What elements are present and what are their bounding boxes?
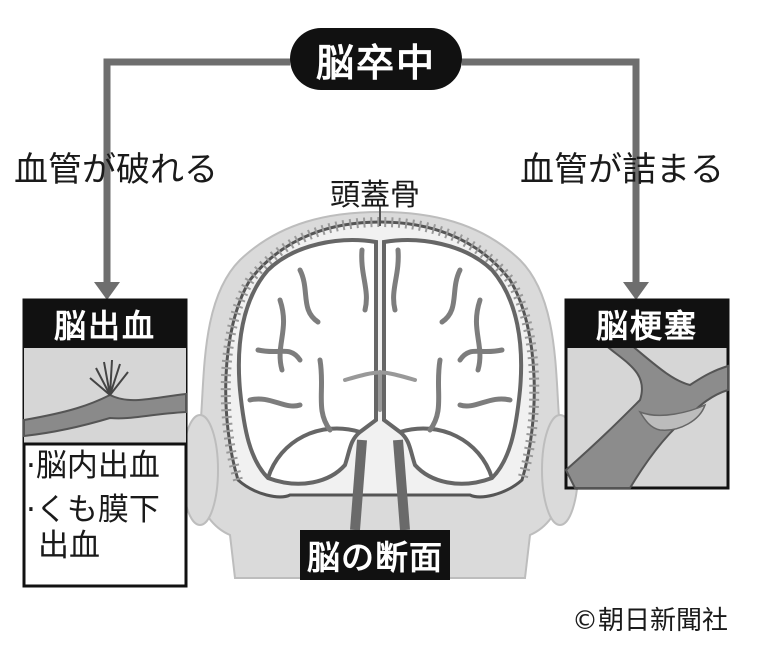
arrow-right-icon (623, 282, 649, 300)
brain-hemispheres (236, 238, 524, 486)
list-item: ·くも膜下 (26, 492, 160, 528)
neck-arteries (350, 439, 410, 531)
skull-label: 頭蓋骨 (330, 178, 420, 213)
branch-label-left: 血管が破れる (14, 150, 218, 190)
list-item: ·脳内出血 (26, 448, 160, 484)
brain-vessels (247, 247, 513, 433)
arrow-left-icon (94, 282, 120, 300)
hemorrhage-list: ·脳内出血 ·くも膜下 出血 (26, 446, 186, 570)
cross-section-label: 脳の断面 (300, 530, 450, 580)
branch-label-right: 血管が詰まる (520, 150, 724, 190)
hemorrhage-title: 脳出血 (24, 300, 186, 348)
credit: ©朝日新聞社 (572, 606, 729, 636)
connector-lines (103, 58, 640, 285)
infarction-title: 脳梗塞 (566, 300, 728, 348)
list-item: 出血 (38, 528, 100, 564)
title-pill: 脳卒中 (290, 28, 462, 90)
